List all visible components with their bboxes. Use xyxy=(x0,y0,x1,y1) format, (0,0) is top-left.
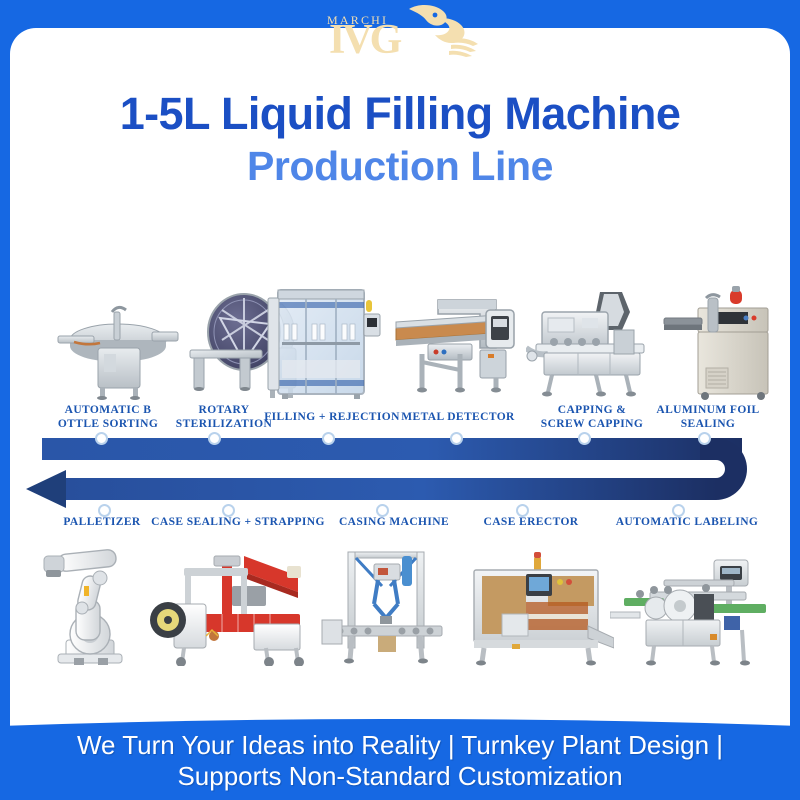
label-line-1: ALUMINUM FOIL xyxy=(656,404,760,416)
case-erector-machine xyxy=(456,552,614,666)
label-line-1: CASING MACHINE xyxy=(338,516,450,528)
label-line-1: CASE ERECTOR xyxy=(483,516,579,528)
label-case-sealing-strapping: CASE SEALING + STRAPPING xyxy=(144,516,332,530)
label-line-1: AUTOMATIC LABELING xyxy=(615,516,759,528)
casing-machine xyxy=(318,542,452,666)
title-block: 1-5L Liquid Filling Machine Production L… xyxy=(0,88,800,191)
label-line-2: OTTLE SORTING xyxy=(57,417,159,430)
label-case-erector: CASE ERECTOR xyxy=(458,516,604,530)
capping-machine xyxy=(526,286,658,400)
palletizer-robot xyxy=(32,542,148,666)
flow-dot-bottom-4 xyxy=(516,504,529,517)
label-line-1: PALLETIZER xyxy=(63,516,141,528)
label-automatic-bottle-sorting: AUTOMATIC B OTTLE SORTING xyxy=(48,404,168,431)
flow-dot-top-4 xyxy=(450,432,463,445)
label-line-1: FILLING + REJECTION xyxy=(264,411,400,423)
footer-line-2: Supports Non-Standard Customization xyxy=(177,761,623,791)
page-title: 1-5L Liquid Filling Machine xyxy=(119,88,681,139)
flow-dot-top-1 xyxy=(95,432,108,445)
flow-dot-bottom-3 xyxy=(376,504,389,517)
footer-tagline: We Turn Your Ideas into Reality | Turnke… xyxy=(0,730,800,792)
flow-dot-top-3 xyxy=(322,432,335,445)
label-aluminum-foil-sealing: ALUMINUM FOIL SEALING xyxy=(645,404,771,431)
footer-curve-shape xyxy=(0,719,800,800)
metal-detector-machine xyxy=(392,288,524,400)
label-rotary-sterilization: ROTARY STERILIZATION xyxy=(164,404,284,431)
label-line-1: AUTOMATIC B xyxy=(64,404,152,416)
label-line-1: ROTARY xyxy=(198,404,250,416)
flow-dot-bottom-5 xyxy=(672,504,685,517)
label-casing-machine: CASING MACHINE xyxy=(318,516,470,530)
filling-rejection-machine xyxy=(266,284,384,400)
flow-dot-bottom-2 xyxy=(222,504,235,517)
label-line-2: SEALING xyxy=(680,417,736,430)
bottle-sorting-machine xyxy=(52,292,182,400)
flow-dot-top-2 xyxy=(208,432,221,445)
brand-name-text: MARCHI xyxy=(327,13,389,27)
top-machine-row xyxy=(14,276,786,400)
label-line-1: METAL DETECTOR xyxy=(401,411,515,423)
label-line-1: CAPPING & xyxy=(557,404,627,416)
label-line-1: CASE SEALING + STRAPPING xyxy=(151,516,325,528)
bottom-machine-row xyxy=(14,536,786,666)
flow-dot-top-5 xyxy=(578,432,591,445)
label-palletizer: PALLETIZER xyxy=(44,516,160,530)
footer-banner: We Turn Your Ideas into Reality | Turnke… xyxy=(0,700,800,800)
label-metal-detector: METAL DETECTOR xyxy=(388,411,528,425)
footer-line-1: We Turn Your Ideas into Reality | Turnke… xyxy=(76,730,724,760)
label-filling-rejection: FILLING + REJECTION xyxy=(262,411,402,425)
case-sealing-strapping-machine xyxy=(148,548,316,666)
foil-sealing-machine xyxy=(662,284,774,400)
label-line-2: SCREW CAPPING xyxy=(540,417,644,430)
flow-dot-top-6 xyxy=(698,432,711,445)
page-subtitle: Production Line xyxy=(246,143,554,189)
label-capping-screw-capping: CAPPING & SCREW CAPPING xyxy=(526,404,658,431)
label-line-2: STERILIZATION xyxy=(175,417,273,430)
automatic-labeling-machine xyxy=(610,550,772,666)
label-automatic-labeling: AUTOMATIC LABELING xyxy=(604,516,770,530)
flow-dot-bottom-1 xyxy=(98,504,111,517)
